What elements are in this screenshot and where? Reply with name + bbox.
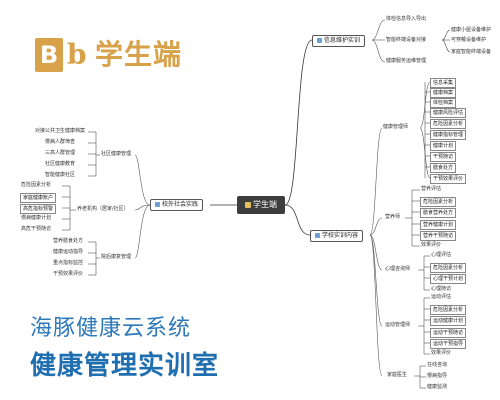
external-practice-label: 校外社会实践 — [162, 201, 199, 208]
doctor-item: 健康监测 — [427, 384, 448, 390]
community-item: 社区健康教育 — [45, 161, 76, 167]
sports-item: 危险因素分析 — [430, 305, 467, 315]
hm-item: 干预随访 — [430, 152, 457, 162]
counselor-item: 心理干预计划 — [430, 274, 467, 284]
info-child-1: 体检信息导入导出 — [386, 16, 427, 22]
nutri-item: 营养健康计划 — [420, 220, 457, 230]
school-practice-node: 学校实训内容 — [310, 230, 364, 242]
hm-item: 健康指标管理 — [430, 130, 467, 140]
doctor-item: 在线咨询 — [427, 362, 448, 368]
logo-letter-b-small: b — [67, 38, 87, 71]
sports-item: 运动评估 — [431, 294, 452, 300]
external-practice-node: 校外社会实践 — [150, 199, 204, 211]
counselor-label: 心理咨询师 — [385, 266, 411, 272]
hm-item: 干预效果评价 — [430, 174, 467, 184]
hospital-item: 营养膳食处方 — [53, 238, 84, 244]
hm-item: 健康档案 — [430, 88, 457, 98]
hm-item: 健康计划 — [430, 141, 457, 151]
elderly-item: 家庭健康账户 — [20, 193, 57, 203]
nutri-item: 危险因素分析 — [420, 197, 457, 207]
hospital-item: 重点指标监控 — [53, 260, 84, 266]
sports-item: 运动干预随访 — [430, 328, 467, 338]
info-maintenance-label: 信息维护实训 — [324, 37, 361, 44]
hospital-label: 院后康复管理 — [101, 254, 132, 260]
community-item: 三高人群管理 — [45, 150, 76, 156]
hm-item: 危险因素分析 — [430, 119, 467, 129]
student-icon — [245, 201, 251, 208]
hospital-item: 健康运动指导 — [53, 249, 84, 255]
community-item: 慢病人群筛查 — [45, 139, 76, 145]
community-item: 对接公共卫生健康档案 — [35, 128, 86, 134]
info-child-3: 健康服务运维管理 — [386, 58, 427, 64]
nutri-item: 营养干预随访 — [420, 231, 457, 241]
community-icon — [155, 202, 160, 207]
health-management-label: 健康管理师 — [383, 124, 409, 130]
center-label: 学生端 — [253, 200, 277, 209]
logo: B b 学生端 — [35, 38, 235, 78]
nutritionist-label: 营养师 — [385, 214, 401, 220]
community-item: 智能健康社区 — [45, 172, 76, 178]
counselor-item: 心理评估 — [431, 252, 452, 258]
elderly-item: 高危指标预警 — [20, 204, 57, 214]
device-child-1: 健康小屋设备维护 — [451, 27, 492, 33]
system-title: 海豚健康云系统 — [30, 316, 192, 341]
doctor-item: 慢病指导 — [427, 373, 448, 379]
elderly-item: 慢病健康计划 — [21, 215, 52, 221]
nutri-item: 营养评估 — [421, 186, 442, 192]
hm-item: 膳食处方 — [430, 163, 457, 173]
hm-item: 信息采集 — [430, 78, 457, 88]
sports-item: 运动干预指导 — [430, 339, 467, 349]
doctor-label: 家庭医生 — [387, 372, 408, 378]
school-icon — [315, 233, 320, 238]
counselor-item: 危险因素分析 — [430, 263, 467, 273]
community-label: 社区健康管理 — [101, 151, 132, 157]
logo-text: 学生端 — [95, 38, 183, 71]
info-child-2: 智能终端设备对接 — [386, 37, 427, 43]
hospital-item: 干预效果评价 — [53, 271, 84, 277]
sports-label: 运动管理师 — [385, 322, 411, 328]
logo-letter-b: B — [35, 38, 63, 72]
info-maintenance-node: 信息维护实训 — [312, 35, 366, 47]
hm-item: 健康风险评估 — [430, 108, 467, 118]
gear-icon — [317, 38, 322, 43]
school-practice-label: 学校实训内容 — [322, 232, 359, 239]
elderly-label: 养老机构（居家/社区） — [77, 206, 129, 212]
lab-title: 健康管理实训室 — [30, 351, 220, 381]
nutri-item: 膳食营养处方 — [420, 208, 457, 218]
counselor-item: 心理随访 — [431, 286, 452, 292]
elderly-item: 危险因素分析 — [21, 182, 52, 188]
sports-item: 运动健康计划 — [430, 316, 467, 326]
center-node: 学生端 — [237, 196, 285, 214]
device-child-3: 家庭智能终端设备 — [451, 49, 492, 55]
elderly-item: 高危干预随访 — [21, 226, 52, 232]
nutri-item: 效果评价 — [421, 242, 442, 248]
device-child-2: 可穿戴设备维护 — [451, 37, 487, 43]
hm-item: 体检档案 — [430, 98, 457, 108]
sports-item: 效果评价 — [431, 350, 452, 356]
